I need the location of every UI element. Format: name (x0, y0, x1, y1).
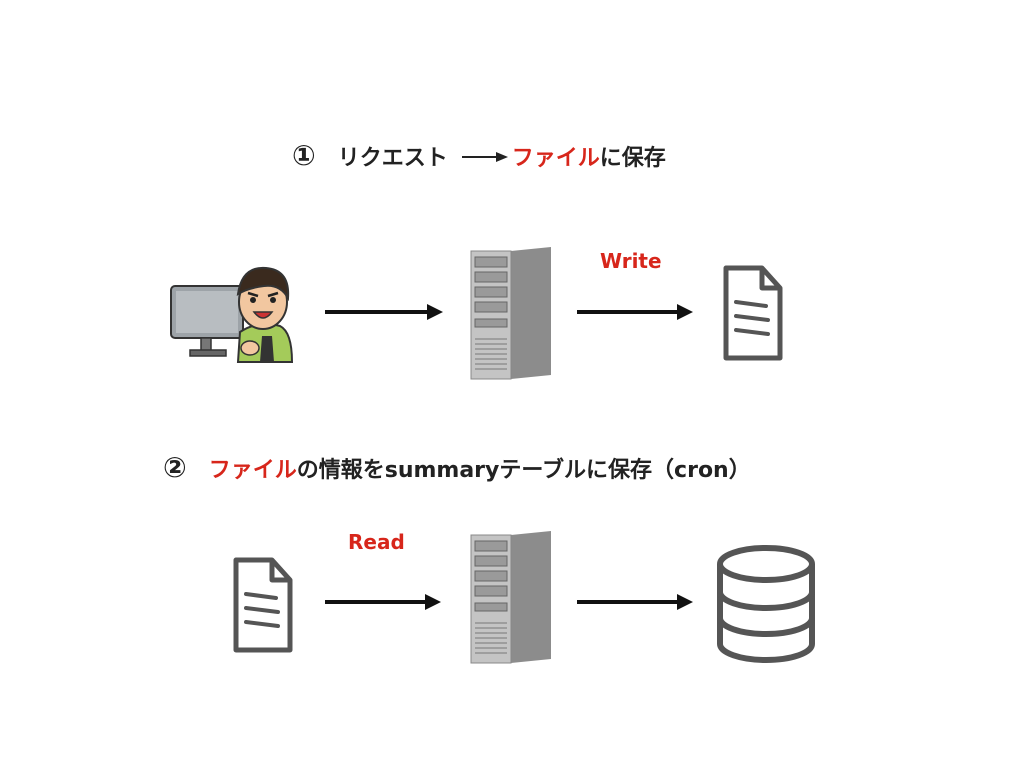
step1-arrow-to-file (577, 304, 693, 320)
step1-inline-arrow-icon (461, 151, 508, 162)
step1-number: ① (292, 139, 316, 172)
step2-number: ② (163, 451, 187, 484)
file-document-icon (233, 557, 293, 653)
file-document-icon (723, 265, 783, 361)
step1-prefix: リクエスト (337, 145, 448, 171)
step2-highlight: ファイル (208, 457, 297, 483)
user-at-computer-icon (170, 266, 294, 363)
step1-heading: ① リクエスト ファイル に保存 (292, 139, 666, 172)
step1-highlight: ファイル (511, 145, 600, 171)
step1-arrow-to-server (325, 304, 443, 320)
step1-suffix: に保存 (599, 145, 666, 171)
database-icon (717, 545, 815, 663)
step2-arrow-to-server (325, 594, 441, 610)
server-icon (470, 531, 551, 664)
step2-arrow-to-database (577, 594, 693, 610)
step2-heading: ② ファイル の情報をsummaryテーブルに保存（cron） (163, 451, 751, 484)
step2-suffix: の情報をsummaryテーブルに保存（cron） (296, 457, 751, 483)
write-label: Write (600, 249, 662, 273)
read-label: Read (348, 530, 405, 554)
server-icon (470, 247, 551, 380)
